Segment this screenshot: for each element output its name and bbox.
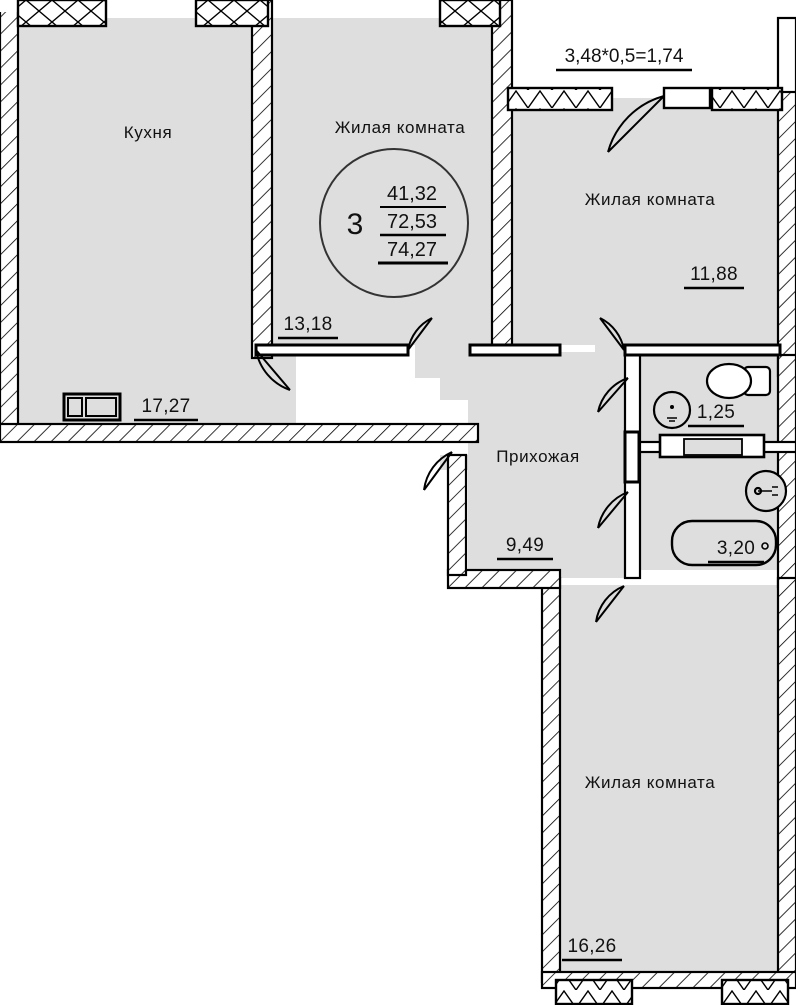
washbasin-icon	[652, 390, 692, 430]
balcony-floor	[512, 18, 778, 92]
wall-balcony-right	[776, 16, 796, 94]
wc-counter	[658, 433, 766, 459]
stub-right-door	[623, 343, 782, 357]
room-name-hallway: Прихожая	[496, 447, 580, 466]
sink-icon	[62, 392, 122, 422]
window-center-left	[194, 0, 270, 28]
wall-hallway-left	[446, 453, 468, 577]
room-fill-hallway	[415, 345, 632, 578]
wall-kitchen-center-divider	[250, 0, 274, 360]
room-fill-living-bottom	[560, 585, 778, 972]
room-area-hallway: 9,49	[506, 535, 544, 556]
wall-top-left	[0, 0, 796, 12]
door-center-room	[407, 317, 433, 351]
doors	[255, 95, 665, 623]
window-balcony-left	[506, 86, 614, 112]
room-fills	[18, 18, 778, 972]
stub-center-door	[468, 343, 562, 357]
window-bottom-left	[554, 978, 634, 1005]
window-balcony-right	[710, 86, 784, 112]
room-area-living-center: 13,18	[283, 314, 332, 335]
door-entry	[423, 451, 453, 491]
wall-center-right-divider	[490, 0, 514, 350]
wall-right-outer-bath	[776, 353, 796, 589]
area-summary-badge: 3 41,32 72,53 74,27	[319, 148, 469, 298]
room-name-kitchen: Кухня	[124, 123, 173, 142]
room-area-living-right: 11,88	[690, 264, 738, 285]
room-area-bathroom: 3,20	[717, 538, 755, 559]
wall-right-outer-lower	[776, 576, 796, 984]
room-name-living-bottom: Жилая комната	[585, 773, 716, 792]
window-bottom-right	[720, 978, 790, 1005]
wall-kitchen-bottom	[0, 422, 480, 444]
door-bottom-room	[595, 585, 625, 623]
badge-living-area: 41,32	[387, 183, 437, 205]
door-wc	[597, 377, 629, 413]
room-area-living-bottom: 16,26	[567, 936, 616, 957]
room-fill-living-right	[512, 98, 778, 345]
wall-hallway-bottom	[446, 568, 562, 590]
bath-dot-marker	[761, 542, 769, 550]
wall-left-outer	[0, 0, 20, 438]
wall-right-outer-upper	[776, 84, 796, 378]
room-area-kitchen: 17,27	[141, 396, 190, 417]
room-area-wc: 1,25	[697, 402, 735, 423]
door-right-room	[599, 317, 625, 351]
washing-machine-icon	[744, 469, 788, 513]
fixtures	[62, 362, 788, 567]
bathtub-icon	[670, 519, 778, 567]
badge-rooms-count: 3	[347, 208, 364, 241]
badge-total-area: 72,53	[387, 211, 437, 233]
door-bathroom	[597, 491, 629, 529]
door-balcony	[607, 95, 665, 153]
badge-circle	[319, 148, 469, 298]
wall-outlines	[254, 343, 782, 484]
window-kitchen	[16, 0, 108, 28]
labels: Кухня 17,27 Жилая комната 13,18 Жилая ко…	[124, 46, 764, 962]
badge-total-area-with-balcony: 74,27	[387, 239, 437, 261]
wall-bottom-room-left	[540, 576, 562, 984]
room-name-living-right: Жилая комната	[585, 190, 716, 209]
door-kitchen	[255, 349, 291, 391]
room-fill-kitchen	[18, 18, 296, 424]
stub-wc-door	[623, 430, 641, 484]
window-center-right	[438, 0, 502, 28]
toilet-icon	[705, 362, 772, 400]
stub-kitchen-door	[254, 343, 410, 357]
room-name-living-center: Жилая комната	[335, 118, 466, 137]
balcony-door-frame	[662, 86, 712, 110]
balcony-area-formula: 3,48*0,5=1,74	[565, 46, 684, 67]
windows	[16, 0, 790, 1005]
